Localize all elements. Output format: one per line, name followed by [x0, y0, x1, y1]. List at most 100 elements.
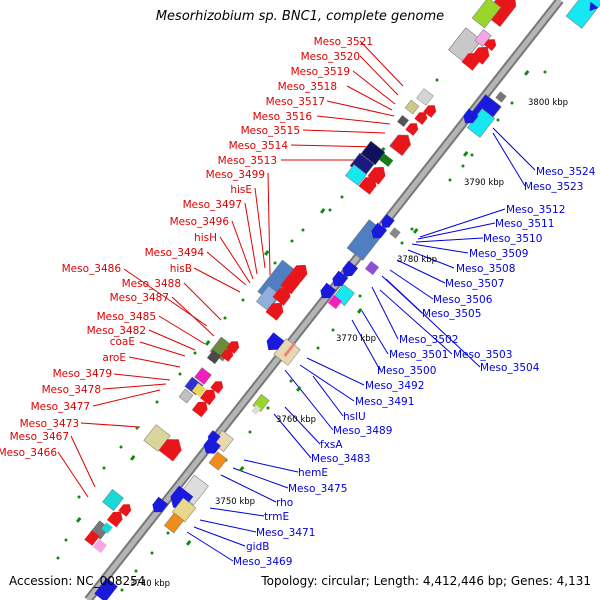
- connector-line: [290, 144, 379, 148]
- gene-label[interactable]: Meso_3489: [333, 425, 392, 437]
- connector-line: [326, 100, 395, 117]
- scale-label: 3780 kbp: [397, 255, 437, 265]
- gene-label[interactable]: Meso_3482: [87, 325, 146, 337]
- gene-label[interactable]: Meso_3497: [183, 199, 242, 211]
- gene-label[interactable]: Meso_3508: [456, 263, 515, 275]
- gene-label[interactable]: Meso_3487: [110, 292, 169, 304]
- gene-label[interactable]: Meso_3511: [495, 218, 554, 230]
- connector-line: [302, 129, 386, 134]
- gene-label[interactable]: Meso_3506: [433, 294, 493, 306]
- genome-summary: Topology: circular; Length: 4,412,446 bp…: [261, 574, 591, 588]
- gene-label[interactable]: Meso_3518: [278, 81, 337, 93]
- label-connector-lines: [57, 40, 536, 562]
- gene-label[interactable]: Meso_3466: [0, 447, 57, 459]
- gene-label[interactable]: Meso_3513: [218, 155, 277, 167]
- gene-label[interactable]: Meso_3499: [206, 169, 265, 181]
- connector-line: [92, 389, 161, 407]
- scale-label: 3750 kbp: [215, 497, 255, 507]
- connector-line: [102, 383, 167, 390]
- forward-strand-features: [84, 0, 517, 554]
- gene-label[interactable]: Meso_3507: [445, 278, 504, 290]
- connector-line: [379, 289, 453, 355]
- gene-label[interactable]: aroE: [102, 352, 126, 364]
- connector-line: [193, 526, 246, 547]
- connector-line: [346, 85, 393, 111]
- connector-line: [220, 474, 277, 503]
- connector-line: [254, 187, 266, 269]
- connector-line: [316, 115, 391, 125]
- gene-label[interactable]: Meso_3501: [389, 349, 448, 361]
- connector-line: [273, 413, 312, 459]
- gene-label[interactable]: Meso_3479: [53, 368, 112, 380]
- gene-label[interactable]: Meso_3500: [377, 365, 436, 377]
- connector-line: [219, 236, 251, 284]
- gene-label[interactable]: Meso_3509: [469, 248, 528, 260]
- connector-line: [206, 251, 247, 286]
- gene-label[interactable]: Meso_3524: [536, 166, 596, 178]
- gene-label[interactable]: Meso_3488: [122, 278, 181, 290]
- connector-line: [419, 208, 506, 238]
- gene-label[interactable]: coaE: [110, 336, 135, 348]
- gene-label[interactable]: Meso_3475: [288, 483, 347, 495]
- gene-label[interactable]: Meso_3494: [145, 247, 205, 259]
- connector-line: [361, 310, 389, 355]
- gene-label[interactable]: Meso_3471: [256, 527, 315, 539]
- connector-line: [385, 278, 481, 368]
- connector-line: [139, 341, 186, 357]
- scale-label: 3790 kbp: [464, 178, 504, 188]
- connector-line: [371, 286, 399, 340]
- gene-label[interactable]: Meso_3520: [301, 51, 360, 63]
- connector-line: [183, 282, 222, 321]
- gene-label[interactable]: hemE: [298, 467, 328, 479]
- gene-label[interactable]: hisH: [194, 232, 217, 244]
- gene-label[interactable]: Meso_3515: [241, 125, 300, 137]
- gene-label[interactable]: rho: [276, 497, 293, 509]
- gene-label[interactable]: Meso_3503: [453, 349, 512, 361]
- gene-label[interactable]: Meso_3477: [31, 401, 90, 413]
- gene-label[interactable]: Meso_3519: [291, 66, 350, 78]
- connector-line: [351, 319, 381, 371]
- connector-line: [389, 269, 434, 300]
- connector-line: [359, 40, 404, 87]
- connector-line: [396, 259, 446, 284]
- scale-tick-dots: [56, 10, 547, 592]
- connector-line: [299, 364, 355, 402]
- gene-label[interactable]: fxsA: [320, 439, 343, 451]
- map-title: Mesorhizobium sp. BNC1, complete genome: [155, 9, 445, 24]
- gene-label[interactable]: Meso_3510: [483, 233, 542, 245]
- connector-line: [171, 296, 215, 337]
- gene-label[interactable]: Meso_3483: [311, 453, 370, 465]
- gene-label[interactable]: Meso_3505: [422, 308, 481, 320]
- gene-label[interactable]: Meso_3504: [480, 362, 540, 374]
- gene-label[interactable]: hisE: [230, 184, 252, 196]
- gene-label[interactable]: Meso_3469: [233, 556, 292, 568]
- connector-line: [199, 519, 257, 533]
- gene-label[interactable]: hisB: [170, 263, 192, 275]
- gene-label[interactable]: Meso_3486: [62, 263, 122, 275]
- gene-label[interactable]: gidB: [246, 541, 269, 553]
- gene-label[interactable]: Meso_3485: [97, 311, 156, 323]
- gene-label[interactable]: trmE: [264, 511, 289, 523]
- gene-label[interactable]: Meso_3516: [253, 111, 313, 123]
- gene-label[interactable]: Meso_3467: [10, 431, 69, 443]
- gene-label[interactable]: Meso_3517: [266, 96, 325, 108]
- gene-label[interactable]: Meso_3502: [399, 334, 458, 346]
- connector-line: [113, 373, 171, 381]
- gene-label[interactable]: Meso_3512: [506, 204, 565, 216]
- connector-line: [306, 357, 365, 386]
- gene-label[interactable]: Meso_3473: [20, 418, 79, 430]
- gene-label[interactable]: Meso_3523: [524, 181, 583, 193]
- connector-line: [407, 249, 455, 269]
- gene-label[interactable]: Meso_3496: [170, 216, 230, 228]
- gene-label[interactable]: Meso_3478: [42, 384, 101, 396]
- gene-label[interactable]: Meso_3514: [229, 140, 289, 152]
- connector-line: [415, 237, 484, 243]
- gene-label[interactable]: Meso_3521: [314, 36, 373, 48]
- connector-line: [359, 55, 399, 96]
- gene-label[interactable]: Meso_3492: [365, 380, 424, 392]
- connector-line: [80, 422, 141, 428]
- gene-label[interactable]: hslU: [343, 411, 366, 423]
- scale-label: 3770 kbp: [336, 334, 376, 344]
- gene-label[interactable]: Meso_3491: [355, 396, 414, 408]
